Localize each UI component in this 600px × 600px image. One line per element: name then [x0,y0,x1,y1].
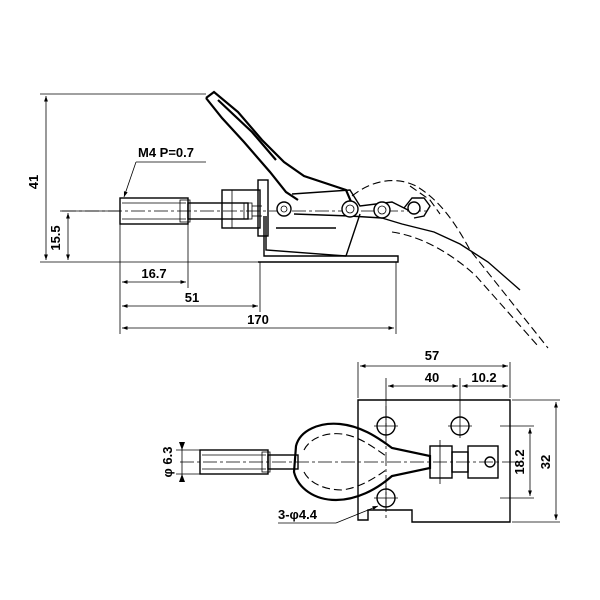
dim-label-57: 57 [425,348,439,363]
dim-label-41: 41 [26,175,41,189]
top-view: 57 40 10.2 φ 6.3 18.2 32 3-φ4.4 [160,348,560,524]
body-bracket [265,213,361,257]
pivot-pin-1 [276,201,292,217]
dim-label-15-5: 15.5 [48,225,63,250]
handle [205,90,354,205]
dim-label-40: 40 [425,370,439,385]
dim-label-10-2: 10.2 [471,370,496,385]
pivot-pin-2 [341,200,359,218]
dim-label-18-2: 18.2 [512,449,527,474]
dim-label-170: 170 [247,312,269,327]
base-outline [357,399,511,523]
hole-note: 3-φ4.4 [278,507,318,522]
guide-flange [257,179,269,237]
pivot-pin-3 [373,201,391,219]
dim-label-phi-6-3: φ 6.3 [160,447,175,478]
handle-open-position [351,180,549,349]
plunger-guide [221,189,261,229]
pivot-pin-4 [407,201,421,215]
rear-hook [381,217,521,291]
side-view: 41 15.5 M4 P=0.7 16.7 51 170 [26,90,549,349]
thread-note: M4 P=0.7 [138,145,194,160]
base-plate [258,216,399,263]
dim-label-51: 51 [185,290,199,305]
dim-label-32: 32 [538,455,553,469]
dim-label-16-7: 16.7 [141,266,166,281]
